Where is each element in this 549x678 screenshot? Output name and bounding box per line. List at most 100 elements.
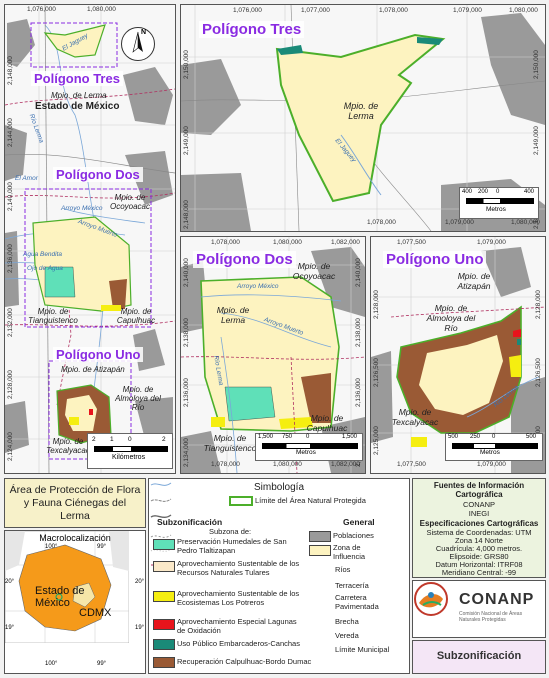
p1-label-texcalyacac: Mpio. de Texcalyacac	[391, 407, 439, 427]
p3-label-lerma: Mpio. de Lerma	[343, 101, 379, 121]
north-arrow-icon	[132, 31, 143, 53]
ov-label-texcalyacac: Mpio. de Texcalyacac	[46, 437, 90, 455]
ov-label-lerma: Mpio. de Lerma	[51, 91, 107, 100]
macro-title: Macrolocalización	[39, 533, 111, 543]
sources-conanp: CONANP	[462, 500, 496, 509]
ov-top-coord-2: 1,080,000	[87, 6, 116, 13]
p3-bottom-coord-1: 1,078,000	[367, 219, 396, 226]
p2-river-mexico: Arroyo México	[237, 283, 279, 290]
p1-label-almoloya: Mpio. de Almoloya del Río	[426, 303, 476, 333]
area-title: Área de Protección de Flora y Fauna Cién…	[9, 484, 141, 522]
north-arrow: N	[121, 27, 155, 61]
ov-label-estado: Estado de México	[35, 101, 120, 112]
spec-line-3: Cuadrícula: 4,000 metros.	[435, 544, 523, 553]
p1-title: Polígono Uno	[383, 251, 487, 268]
ov-label-ocoyoacac: Mpio. de Ocoyoacac	[109, 193, 151, 211]
ov-left-coord-7: 2,124,000	[7, 432, 14, 461]
macro-label-estado: Estado de México	[35, 585, 85, 609]
p3-top-coord-5: 1,080,000	[509, 7, 538, 14]
footer-title: Subzonificación	[436, 650, 522, 662]
ov-title-p3: Polígono Tres	[31, 71, 123, 86]
macro-label-cdmx: CDMX	[79, 607, 112, 619]
ov-scale-tick-3: 0	[128, 436, 132, 443]
p3-scale-tick-1: 400	[462, 189, 473, 195]
p2-label-ocoyoacac: Mpio. de Ocoyoacac	[292, 261, 336, 281]
p1-top-coord-1: 1,077,500	[397, 239, 426, 246]
p1-left-coord-3: 2,125,000	[373, 426, 380, 455]
ov-label-almoloya: Mpio. de Almoloya del Río	[115, 385, 161, 412]
legend-item-humedales: Preservación Humedales de San Pedro Tlal…	[177, 537, 287, 555]
sources-box: Fuentes de Información Cartográfica CONA…	[412, 478, 546, 578]
p3-right-coord-2: 2,149,000	[533, 126, 540, 155]
ov-left-coord-5: 2,132,000	[7, 308, 14, 337]
legend-gen-vereda: Vereda	[335, 631, 359, 640]
p1-right-coord-1: 2,128,000	[535, 290, 542, 319]
legend-swatch-tulares	[153, 561, 175, 572]
macro-tick-left-1: 20°	[5, 579, 15, 585]
ov-scale-tick-2: 1	[110, 436, 114, 443]
p3-scale-unit: Metros	[486, 206, 506, 213]
ov-left-coord-3: 2,140,000	[7, 182, 14, 211]
ov-label-capulhuac: Mpio. de Capulhuac	[116, 307, 156, 325]
ov-river-amor: El Amor	[15, 175, 38, 182]
legend-item-calpulhuac: Recuperación Calpulhuac-Bordo Dumac	[177, 657, 312, 666]
p3-top-coord-2: 1,077,000	[301, 7, 330, 14]
p1-scale-tick-1: 500	[448, 434, 459, 440]
poligono-dos-map: Polígono Dos 1,078,000 1,080,000 1,082,0…	[180, 236, 366, 474]
macro-map	[4, 530, 130, 644]
legend-item-embarcaderos: Uso Público Embarcaderos-Canchas	[177, 639, 300, 648]
ov-left-coord-4: 2,136,000	[7, 244, 14, 273]
spec-line-6: Meridiano Central: -99	[441, 568, 517, 577]
legend-item-potreros: Aprovechamiento Sustentable de los Ecosi…	[177, 589, 300, 607]
p1-bottom-coord-1: 1,077,500	[397, 461, 426, 468]
p1-left-coord-1: 2,128,000	[373, 290, 380, 319]
ov-scale-unit: Kilómetros	[112, 454, 146, 461]
p1-left-coord-2: 2,126,500	[373, 358, 380, 387]
spec-title: Especificaciones Cartográficas	[419, 519, 539, 528]
p3-top-coord-4: 1,079,000	[453, 7, 482, 14]
p2-scale-tick-2: 750	[282, 434, 293, 440]
p3-scale-tick-3: 0	[496, 189, 500, 195]
p2-bottom-coord-3: 1,082,000	[331, 461, 360, 468]
spec-line-4: Elipsoide: GRS80	[449, 552, 509, 561]
p2-scale-tick-1: 1,500	[258, 434, 274, 440]
area-title-box: Área de Protección de Flora y Fauna Cién…	[4, 478, 146, 528]
p2-right-coord-1: 2,140,000	[355, 258, 362, 287]
p2-bottom-coord-1: 1,078,000	[211, 461, 240, 468]
legend-gen-rios: Ríos	[335, 565, 351, 574]
legend-general-title: General	[343, 517, 375, 527]
legend-swatch-poblaciones	[309, 531, 331, 542]
poligono-uno-map: Polígono Uno 1,077,500 1,079,000 1,077,5…	[370, 236, 546, 474]
p1-scale-unit: Metros	[480, 449, 500, 456]
p3-bottom-coord-3: 1,080,000	[511, 219, 540, 226]
macro-tick-left-2: 19°	[5, 625, 15, 631]
overview-map: N 1,076,000 1,080,000 2,148,000 2,144,00…	[4, 4, 176, 474]
p1-scale-tick-2: 250	[470, 434, 481, 440]
p2-right-coord-3: 2,136,000	[355, 378, 362, 407]
p1-scale-tick-3: 0	[492, 434, 496, 440]
p2-label-capulhuac: Mpio. de Capulhuac	[306, 413, 348, 433]
p2-bottom-coord-2: 1,080,000	[273, 461, 302, 468]
ov-label-atizapan: Mpio. de Atizapán	[61, 365, 125, 374]
p3-scale-tick-4: 400	[524, 189, 535, 195]
ov-left-coord-1: 2,148,000	[7, 56, 14, 85]
legend-gen-terraceria: Terracería	[335, 581, 369, 590]
macro-tick-right-1: 20°	[135, 579, 145, 585]
p3-bottom-coord-2: 1,079,000	[445, 219, 474, 226]
legend-gen-influencia: Zona de Influencia	[333, 543, 366, 561]
p2-left-coord-4: 2,134,000	[183, 438, 190, 467]
p2-scale-tick-4: 1,500	[342, 434, 358, 440]
p3-scale-bar: 400 200 0 400 Metros	[459, 187, 539, 219]
conanp-logo-icon	[414, 582, 448, 616]
p3-left-coord-2: 2,149,000	[183, 126, 190, 155]
p2-left-coord-3: 2,136,000	[183, 378, 190, 407]
p2-top-coord-1: 1,078,000	[211, 239, 240, 246]
macro-tick-bottom-1: 100°	[45, 661, 58, 667]
legend-item-lagunas: Aprovechamiento Especial Lagunas de Oxid…	[177, 617, 297, 635]
p3-scale-tick-2: 200	[478, 189, 489, 195]
legend-limite-anp: Límite del Área Natural Protegida	[255, 496, 366, 505]
p1-right-coord-2: 2,126,500	[535, 358, 542, 387]
spec-line-1: Sistema de Coordenadas: UTM	[426, 528, 532, 537]
legend-swatch-humedales	[153, 539, 175, 550]
p2-label-lerma: Mpio. de Lerma	[216, 305, 250, 325]
